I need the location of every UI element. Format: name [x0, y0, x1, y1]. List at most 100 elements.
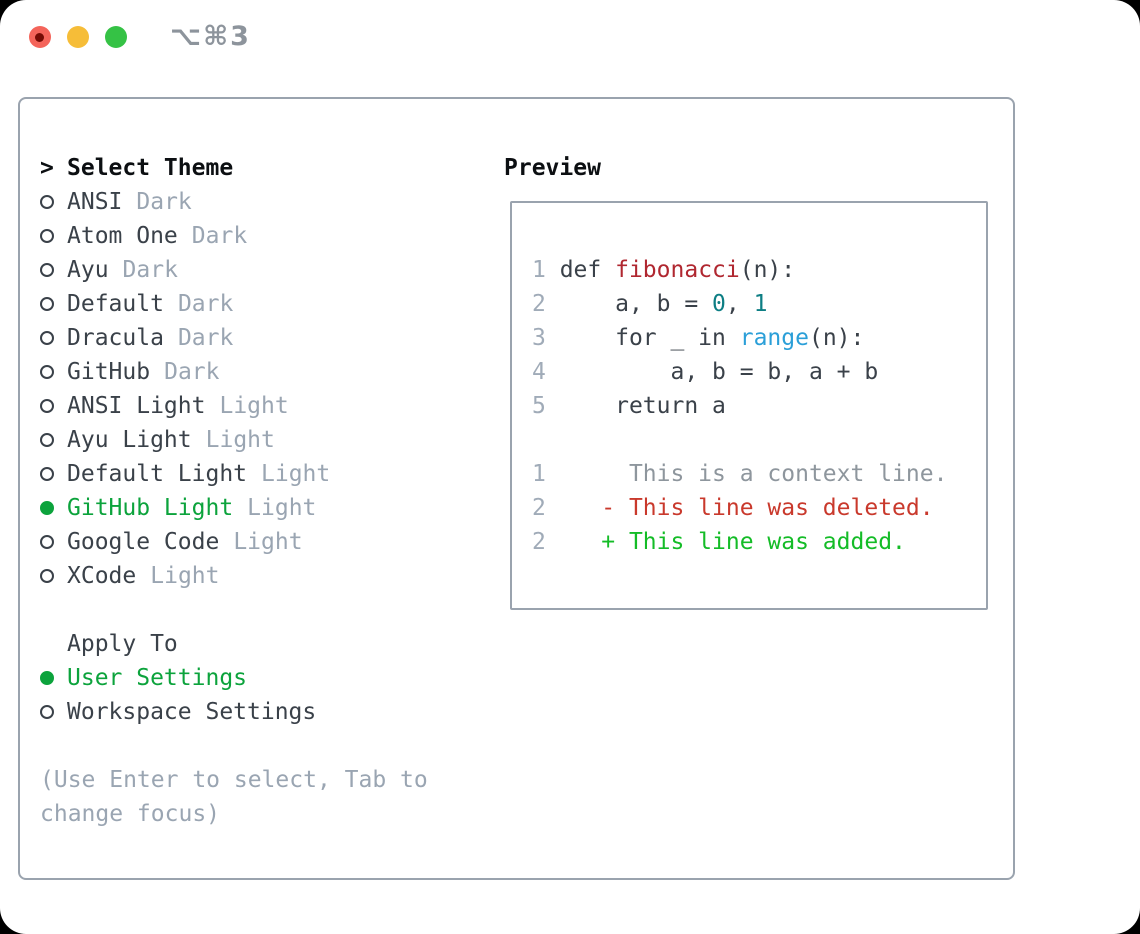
theme-variant-tag: Light — [233, 529, 303, 555]
close-dot-icon — [35, 33, 44, 42]
code-segment-code_number: 1 — [753, 291, 768, 317]
theme-option-label: ANSI — [67, 189, 123, 215]
theme-option-label: Atom One — [67, 223, 178, 249]
theme-option-label: ANSI Light — [67, 393, 206, 419]
radio-unselected-icon — [40, 365, 54, 379]
help-line: (Use Enter to select, Tab to — [40, 767, 428, 793]
code-segment-code_lineno: 2 — [532, 495, 546, 521]
maximize-button[interactable] — [105, 26, 127, 48]
preview-code-line: 1 This is a context line. — [532, 457, 974, 491]
theme-variant-tag: Light — [219, 393, 289, 419]
theme-variant-tag: Light — [150, 563, 220, 589]
radio-unselected-icon — [40, 705, 54, 719]
preview-code-line: 2 + This line was added. — [532, 525, 974, 559]
theme-variant-tag: Dark — [177, 291, 234, 317]
theme-option-label: Dracula — [67, 325, 164, 351]
code-segment-code_text: a, b = b, a + b — [545, 359, 879, 385]
theme-option-github[interactable]: GitHub Dark — [40, 355, 490, 389]
radio-unselected-icon — [40, 297, 54, 311]
radio-unselected-icon — [40, 229, 54, 243]
radio-unselected-icon — [40, 433, 54, 447]
theme-variant-tag: Dark — [191, 223, 248, 249]
preview-code-line: 2 a, b = 0, 1 — [532, 287, 974, 321]
radio-unselected-icon — [40, 263, 54, 277]
code-segment-code_text — [546, 529, 601, 555]
caret-icon: > — [40, 155, 54, 181]
select-theme-title: Select Theme — [67, 155, 234, 181]
window-title: ⌥⌘3 — [170, 21, 251, 52]
apply-option-label: User Settings — [67, 665, 248, 691]
radio-selected-icon — [40, 671, 54, 685]
theme-variant-tag: Dark — [136, 189, 192, 215]
code-segment-code_lineno: 1 — [532, 461, 546, 487]
theme-option-default[interactable]: Default Dark — [40, 287, 490, 321]
apply-option-workspace-settings[interactable]: Workspace Settings — [40, 695, 490, 729]
code-segment-diff_context: This is a context line. — [545, 461, 948, 487]
theme-option-label: Ayu — [67, 257, 109, 283]
theme-option-dracula[interactable]: Dracula Dark — [40, 321, 490, 355]
theme-option-ansi-light[interactable]: ANSI Light Light — [40, 389, 490, 423]
code-segment-code_lineno: 2 — [532, 529, 546, 555]
code-segment-diff_added: + This line was added. — [601, 529, 906, 555]
close-button[interactable] — [29, 26, 51, 48]
preview-code-line: 1 def fibonacci(n): — [532, 253, 974, 287]
theme-option-default-light[interactable]: Default Light Light — [40, 457, 490, 491]
code-segment-diff_deleted: - This line was deleted. — [601, 495, 934, 521]
theme-option-label: GitHub Light — [67, 495, 234, 521]
code-segment-code_builtin: range — [739, 325, 809, 351]
theme-option-label: GitHub — [67, 359, 151, 385]
preview-title: Preview — [504, 155, 601, 181]
radio-unselected-icon — [40, 195, 54, 209]
theme-option-label: Default Light — [67, 461, 248, 487]
theme-option-atom-one[interactable]: Atom One Dark — [40, 219, 490, 253]
code-segment-code_text: (n): — [739, 257, 796, 283]
code-segment-code_text: a, b = — [545, 291, 713, 317]
code-segment-code_text — [546, 495, 601, 521]
theme-option-xcode[interactable]: XCode Light — [40, 559, 490, 593]
theme-variant-tag: Dark — [177, 325, 234, 351]
code-segment-code_text: (n): — [808, 325, 865, 351]
code-segment-code_lineno: 4 — [532, 359, 546, 385]
minimize-button[interactable] — [67, 26, 89, 48]
code-segment-code_lineno: 3 — [532, 325, 546, 351]
select-theme-header-row: > Select Theme — [40, 151, 490, 185]
radio-selected-icon — [40, 501, 54, 515]
preview-code-line: 2 - This line was deleted. — [532, 491, 974, 525]
theme-option-github-light[interactable]: GitHub Light Light — [40, 491, 490, 525]
radio-unselected-icon — [40, 569, 54, 583]
code-segment-code_number: 0 — [712, 291, 726, 317]
radio-unselected-icon — [40, 467, 54, 481]
theme-option-ansi[interactable]: ANSI Dark — [40, 185, 490, 219]
theme-variant-tag: Light — [261, 461, 331, 487]
theme-option-label: XCode — [67, 563, 137, 589]
preview-code-line: 4 a, b = b, a + b — [532, 355, 974, 389]
theme-variant-tag: Light — [247, 495, 317, 521]
apply-option-user-settings[interactable]: User Settings — [40, 661, 490, 695]
radio-unselected-icon — [40, 399, 54, 413]
apply-to-title: Apply To — [67, 631, 178, 657]
help-text: (Use Enter to select, Tab to change focu… — [40, 763, 490, 831]
code-segment-code_text: for _ in — [545, 325, 740, 351]
preview-code-line — [532, 423, 974, 457]
code-segment-code_lineno: 5 — [532, 393, 546, 419]
theme-variant-tag: Dark — [164, 359, 220, 385]
code-segment-code_text: return a — [545, 393, 726, 419]
theme-option-google-code[interactable]: Google Code Light — [40, 525, 490, 559]
theme-option-label: Google Code — [67, 529, 220, 555]
apply-option-label: Workspace Settings — [67, 699, 317, 725]
theme-option-label: Ayu Light — [67, 427, 192, 453]
titlebar: ⌥⌘3 — [29, 21, 251, 52]
code-segment-code_text: , — [725, 291, 754, 317]
code-segment-code_text: def — [545, 257, 616, 283]
radio-unselected-icon — [40, 535, 54, 549]
theme-option-label: Default — [67, 291, 164, 317]
help-line: change focus) — [40, 801, 221, 827]
preview-code-line: 5 return a — [532, 389, 974, 423]
